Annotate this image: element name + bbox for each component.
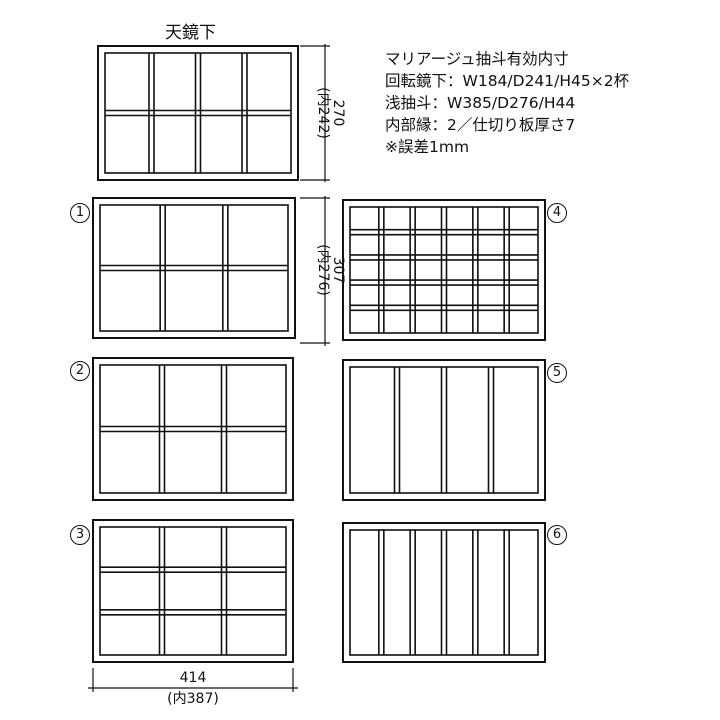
tray-outer-frame [342,199,546,341]
tray-inner-frame [349,206,539,334]
spec-line: マリアージュ抽斗有効内寸 [385,50,569,68]
spec-line: ※誤差1mm [385,138,470,156]
tray-inner-frame [349,366,539,494]
top-tray-title: 天鏡下 [165,23,216,43]
tray-label-3: 3 [70,525,90,545]
tray-label-5: 5 [547,363,567,383]
tray-outer-frame [92,519,294,663]
spec-line: 浅抽斗：W385/D276/H44 [385,94,576,112]
spec-line: 回転鏡下：W184/D241/H45×2杯 [385,72,630,90]
tray-inner-frame [99,204,289,332]
tray-label-6: 6 [547,525,567,545]
tray-outer-frame [92,357,294,501]
top-height-dimension: 270 (内242) [315,73,346,153]
tray-outer-frame [342,359,546,501]
tray-outer-frame [342,522,546,663]
drawer-height: 307 [330,256,346,284]
tray-outer-frame [92,197,296,339]
tray-inner-frame [99,364,287,494]
tray-inner-frame [99,526,287,656]
drawer-inner-height: (内276) [315,244,331,296]
tray-label-4: 4 [547,203,567,223]
tray-inner-frame [349,529,539,656]
spec-text: マリアージュ抽斗有効内寸 回転鏡下：W184/D241/H45×2杯 浅抽斗：W… [385,48,629,158]
tray-label-1: 1 [70,203,90,223]
drawer-height-dimension: 307 (内276) [315,230,346,310]
width: 414 [179,670,207,686]
spec-line: 内部縁：2／仕切り板厚さ7 [385,116,576,134]
top-height: 270 [330,99,346,127]
tray-label-2: 2 [70,361,90,381]
top-inner-height: (内242) [315,87,331,139]
tray-outer-frame [97,45,299,181]
tray-inner-frame [104,52,292,174]
inner-width: (内387) [167,691,219,707]
